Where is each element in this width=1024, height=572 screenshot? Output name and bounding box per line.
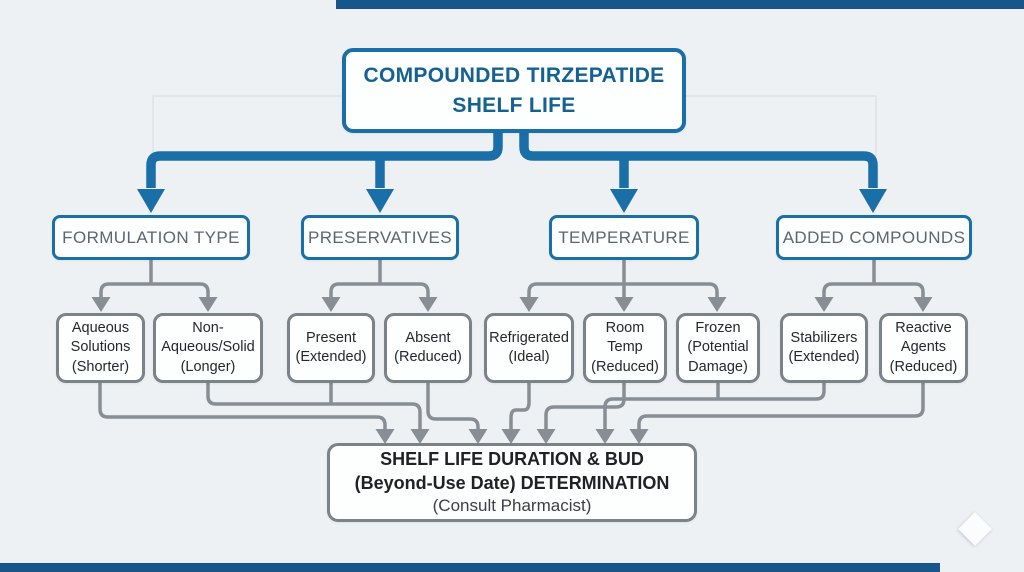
node-title: COMPOUNDED TIRZEPATIDE SHELF LIFE [342,48,686,133]
arrowhead-outcome-1 [375,429,395,444]
arrowhead-outcome-7 [629,429,649,444]
frozen-label: Frozen (Potential Damage) [687,320,749,375]
ghost-line-left [152,95,342,156]
wire-non-aqueous-to-outcome [206,383,422,430]
arrowhead-aqueous [91,297,111,312]
node-non-aqueous-solid: Non- Aqueous/Solid (Longer) [153,313,263,383]
wire-refrigerated-to-outcome [509,383,531,430]
top-accent-bar [336,0,1024,9]
aqueous-solutions-label: Aqueous Solutions (Shorter) [70,320,131,375]
temperature-label: TEMPERATURE [558,227,690,247]
arrowhead-stabilizers [814,297,834,312]
node-preservatives: PRESERVATIVES [301,215,459,260]
arrowhead-absent [418,297,438,312]
arrowhead-present [321,297,341,312]
arrowhead-reactive [913,297,933,312]
branch-temperature [527,282,719,298]
branch-added-compounds [822,282,925,298]
node-frozen: Frozen (Potential Damage) [676,313,760,383]
non-aqueous-solid-label: Non- Aqueous/Solid (Longer) [161,320,255,375]
node-stabilizers: Stabilizers (Extended) [780,313,868,383]
branch-formulation [99,282,210,298]
node-room-temp: Room Temp (Reduced) [583,313,667,383]
arrowhead-outcome-4 [501,429,521,444]
refrigerated-label: Refrigerated (Ideal) [489,329,569,365]
wire-reactive-to-outcome [637,383,925,430]
arrowhead-non-aqueous [198,297,218,312]
wire-absent-to-outcome [426,383,480,430]
formulation-type-label: FORMULATION TYPE [62,227,240,247]
arrowhead-added-compounds [859,189,887,213]
outcome-line-1: SHELF LIFE DURATION & BUD [380,448,644,469]
arrowhead-outcome-6 [595,429,615,444]
arrowhead-room-temp [614,297,634,312]
node-aqueous-solutions: Aqueous Solutions (Shorter) [56,313,145,383]
outcome-line-2: (Beyond-Use Date) DETERMINATION [354,473,670,494]
arrow-title-to-right [519,130,878,188]
ghost-line-right [686,95,877,156]
bottom-accent-bar [0,563,940,572]
node-formulation-type: FORMULATION TYPE [52,215,250,260]
title-label: COMPOUNDED TIRZEPATIDE SHELF LIFE [363,64,665,117]
arrowhead-outcome-3 [468,429,488,444]
arrowhead-refrigerated [519,297,539,312]
arrowhead-outcome-2 [410,429,430,444]
present-label: Present (Extended) [295,329,367,365]
node-present: Present (Extended) [287,313,375,383]
wire-room-temp-to-outcome [544,383,626,430]
arrowhead-temperature [610,189,638,213]
arrowhead-frozen [707,297,727,312]
room-temp-label: Room Temp (Reduced) [591,320,659,375]
reactive-agents-label: Reactive Agents (Reduced) [889,320,958,375]
branch-preservatives [329,282,430,298]
stabilizers-label: Stabilizers (Extended) [788,329,860,365]
absent-label: Absent (Reduced) [394,329,462,365]
arrowhead-formulation [137,189,165,213]
added-compounds-label: ADDED COMPOUNDS [782,227,966,247]
node-refrigerated: Refrigerated (Ideal) [484,313,574,383]
node-temperature: TEMPERATURE [549,215,699,260]
wire-stabilizers-to-outcome [603,383,826,430]
arrow-title-to-left [146,130,503,188]
arrowhead-outcome-5 [536,429,556,444]
node-absent: Absent (Reduced) [384,313,472,383]
node-reactive-agents: Reactive Agents (Reduced) [879,313,968,383]
wire-aqueous-to-outcome [98,383,387,430]
arrowhead-preservatives [366,189,394,213]
outcome-line-3: (Consult Pharmacist) [432,496,592,516]
node-outcome: SHELF LIFE DURATION & BUD (Beyond-Use Da… [327,443,697,522]
preservatives-label: PRESERVATIVES [307,227,453,247]
node-added-compounds: ADDED COMPOUNDS [776,215,972,260]
